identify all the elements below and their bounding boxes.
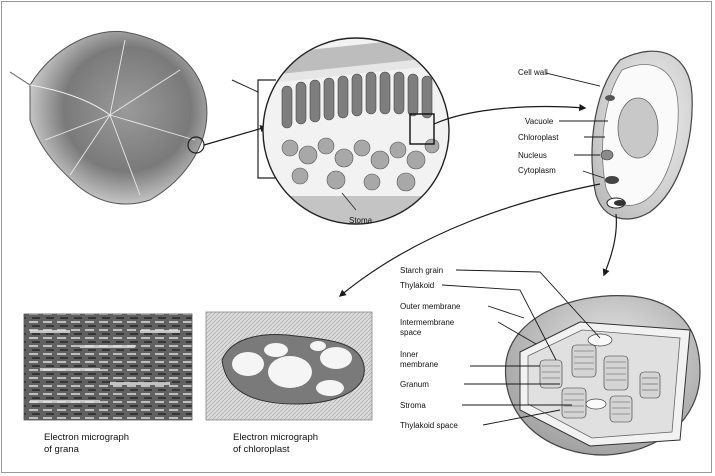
label-vacuole: Vacuole: [525, 117, 553, 126]
label-cell-wall: Cell wall: [518, 68, 548, 77]
caption-chloroplast-line1: Electron micrograph: [233, 432, 318, 444]
caption-grana-line2: of grana: [44, 444, 129, 456]
caption-chloroplast-line2: of chloroplast: [233, 444, 318, 456]
label-starch-grain: Starch grain: [400, 266, 443, 275]
label-chloroplast: Chloroplast: [518, 133, 558, 142]
arrow-leaf-to-section: [204, 127, 266, 145]
leaf-illustration: [10, 31, 207, 204]
caption-grana-line1: Electron micrograph: [44, 432, 129, 444]
label-intermembrane-space: space: [400, 328, 421, 337]
label-granum: Granum: [400, 380, 429, 389]
label-cytoplasm: Cytoplasm: [518, 166, 556, 175]
chloroplast-micrograph: [206, 312, 372, 420]
plant-cell: [592, 51, 692, 219]
label-inner-membrane: membrane: [400, 360, 438, 369]
label-stoma: Stoma: [349, 216, 372, 225]
label-nucleus: Nucleus: [518, 151, 547, 160]
bracket-pointer: [232, 80, 258, 92]
label-intermembrane: Intermembrane: [400, 318, 454, 327]
caption-chloroplast: Electron micrograph of chloroplast: [233, 432, 318, 456]
label-stroma: Stroma: [400, 401, 426, 410]
label-inner: Inner: [400, 350, 418, 359]
arrow-cell-to-chloroplast: [604, 214, 616, 275]
leaf-cross-section: [259, 34, 460, 226]
label-thylakoid-space: Thylakoid space: [400, 421, 458, 430]
caption-grana: Electron micrograph of grana: [44, 432, 129, 456]
label-thylakoid: Thylakoid: [400, 281, 434, 290]
grana-micrograph: [24, 314, 192, 420]
label-outer-membrane: Outer membrane: [400, 302, 460, 311]
